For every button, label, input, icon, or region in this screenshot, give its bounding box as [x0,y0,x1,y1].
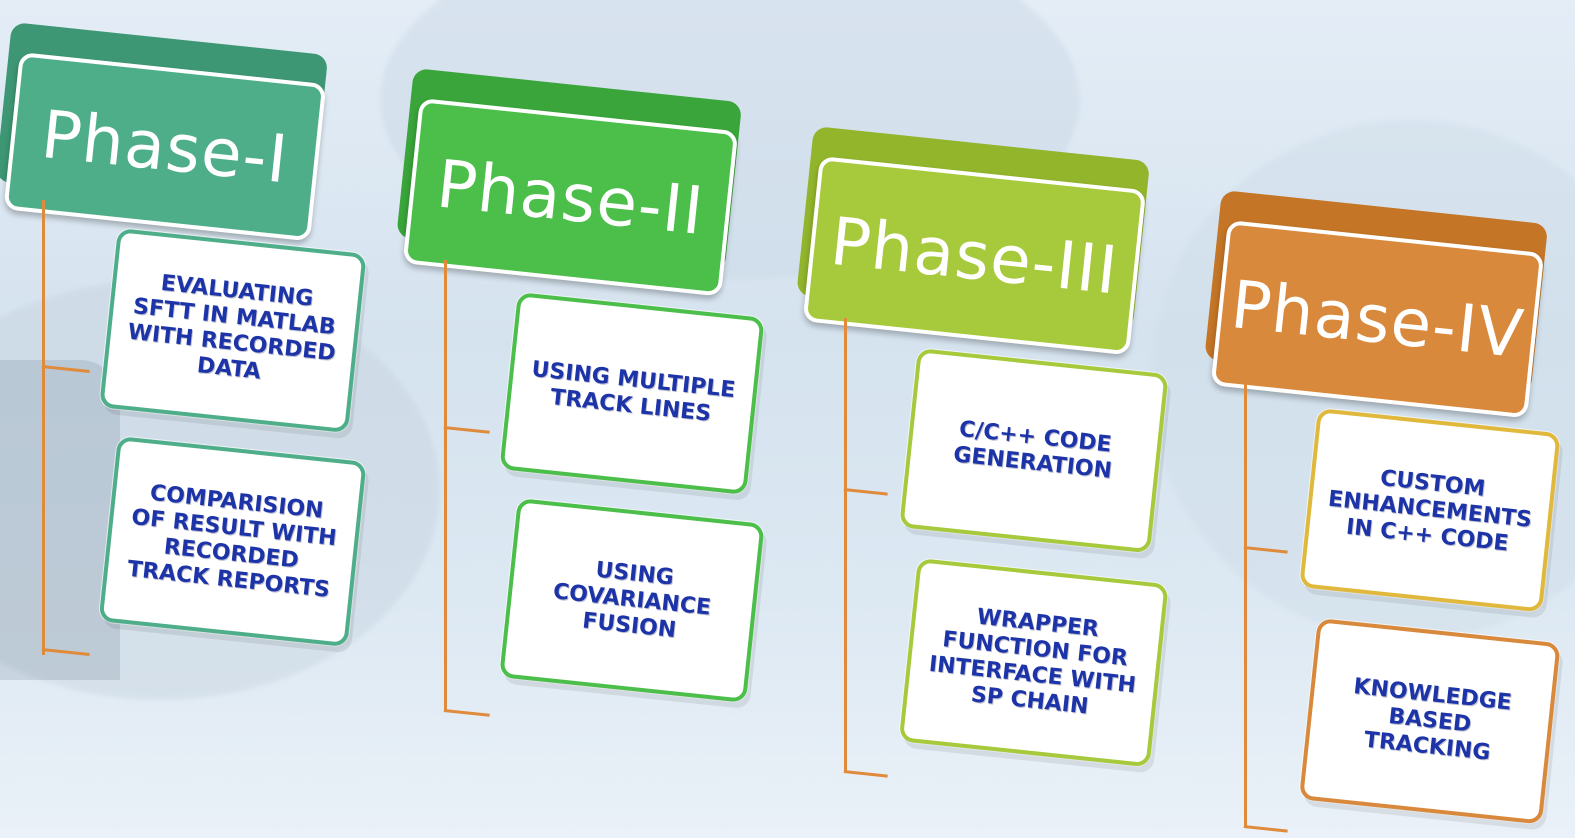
phase-title-box: Phase-IV [1210,220,1545,419]
phase-item-box: WRAPPER FUNCTION FOR INTERFACE WITH SP C… [898,558,1169,768]
connector-line [443,709,490,717]
background-shape [0,360,120,680]
phase-item-box: EVALUATING SFTT IN MATLAB WITH RECORDED … [99,228,367,434]
phase-title: Phase-IV [1227,265,1528,373]
phase-item-box: CUSTOM ENHANCEMENTS IN C++ CODE [1299,408,1561,613]
connector-line [1244,382,1247,828]
connector-line [443,426,490,434]
phase-item-text: KNOWLEDGE BASED TRACKING [1352,674,1513,766]
phase-title: Phase-III [827,202,1122,310]
phase-title-box: Phase-III [802,156,1147,356]
connector-line [42,200,45,655]
phase-item-text: WRAPPER FUNCTION FOR INTERFACE WITH SP C… [927,604,1138,720]
connector-line [444,260,447,712]
phase-item-box: COMPARISION OF RESULT WITH RECORDED TRAC… [98,436,367,648]
phase-item-box: USING COVARIANCE FUSION [499,498,765,703]
phase-title-box: Phase-II [402,98,739,297]
phase-item-box: C/C++ CODE GENERATION [899,348,1169,554]
phase-item-text: C/C++ CODE GENERATION [952,416,1114,484]
connector-line [1243,825,1288,833]
phase-title-box: Phase-I [3,52,327,242]
phase-item-box: USING MULTIPLE TRACK LINES [499,292,765,495]
phase-item-text: CUSTOM ENHANCEMENTS IN C++ CODE [1326,465,1534,557]
phase-title: Phase-I [37,95,292,198]
phase-item-text: USING MULTIPLE TRACK LINES [530,356,737,427]
connector-line [843,770,888,778]
connector-line [844,318,847,773]
phase-item-text: USING COVARIANCE FUSION [551,557,713,644]
phase-title: Phase-II [433,144,708,250]
connector-line [843,488,888,496]
phase-item-text: COMPARISION OF RESULT WITH RECORDED TRAC… [126,480,338,603]
phase-item-box: KNOWLEDGE BASED TRACKING [1298,618,1561,825]
phase-item-text: EVALUATING SFTT IN MATLAB WITH RECORDED … [126,270,337,385]
